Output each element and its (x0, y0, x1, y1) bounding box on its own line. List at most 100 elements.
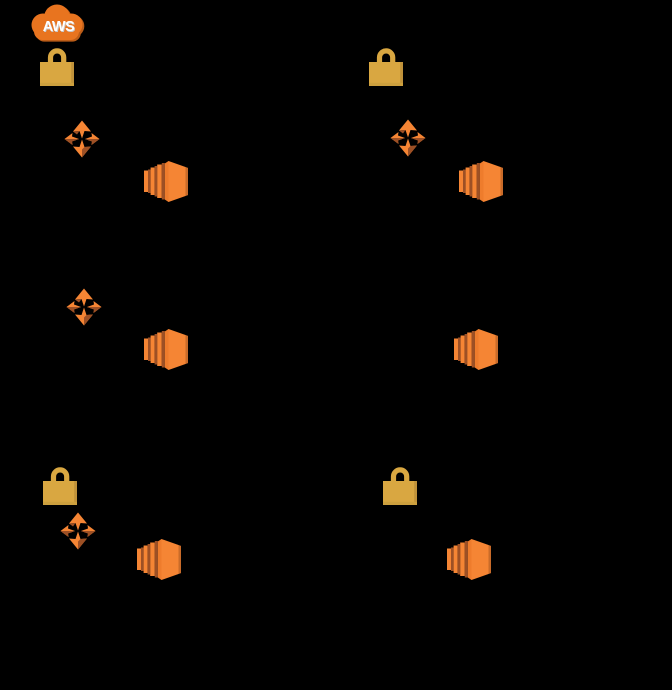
ec2-slab-2 (465, 167, 470, 195)
ec2-slab-gap-3 (471, 331, 475, 368)
ec2-right-edge (495, 335, 498, 364)
ec2-slab-3 (460, 542, 465, 576)
router-arrow-down (69, 531, 87, 550)
ec2-left-face (474, 329, 479, 370)
router-arrow-up (399, 119, 417, 138)
ec2-right-edge (500, 167, 503, 196)
ec2-icon-top-right (459, 161, 503, 202)
ec2-front-face (478, 329, 496, 370)
ec2-slab-1 (454, 338, 458, 360)
lock-shackle (50, 467, 70, 483)
router-arrow-up-shade (75, 299, 82, 303)
router-arrow-up (69, 512, 87, 531)
ec2-right-edge (488, 545, 491, 574)
ec2-slab-1 (447, 548, 451, 570)
ec2-slab-gap-3 (476, 163, 480, 200)
router-arrow-left-shade (64, 139, 79, 145)
lock-body-edge (400, 62, 403, 86)
router-arrow-down (75, 307, 93, 326)
lock-shackle (390, 467, 410, 483)
lock-body (383, 481, 417, 505)
lock-body (369, 62, 403, 86)
ec2-slab-3 (157, 164, 162, 198)
ec2-front-face (168, 329, 186, 370)
ec2-slab-gap-3 (161, 163, 165, 200)
ec2-slab-gap-2 (457, 544, 461, 575)
lock-body (43, 481, 77, 505)
ec2-slab-gap-3 (161, 331, 165, 368)
ec2-slab-3 (157, 332, 162, 366)
ec2-icon-bottom-left (137, 539, 181, 580)
ec2-slab-2 (150, 335, 155, 363)
ec2-right-edge (185, 167, 188, 196)
lock-icon-bottom-right (383, 467, 417, 505)
router-arrow-up-shade (69, 523, 76, 527)
ec2-slab-2 (460, 335, 465, 363)
router-arrow-down (399, 138, 417, 157)
ec2-slab-gap-1 (148, 169, 151, 193)
ec2-slab-gap-2 (464, 334, 468, 365)
lock-body-bottom (369, 82, 403, 86)
router-arrow-up (75, 288, 93, 307)
aws-logo-text-shadow: AWS (44, 20, 76, 36)
ec2-slab-gap-1 (463, 169, 466, 193)
ec2-icon-middle-right (454, 329, 498, 370)
ec2-slab-2 (150, 167, 155, 195)
router-arrow-down-shade (408, 145, 417, 157)
ec2-slab-1 (144, 338, 148, 360)
ec2-slab-gap-3 (154, 541, 158, 578)
router-arrow-right-shade (411, 138, 426, 144)
lock-icon-bottom-left (43, 467, 77, 505)
ec2-slab-gap-2 (154, 334, 158, 365)
lock-icon-top-right (369, 48, 403, 86)
router-arrow-down-shade (78, 538, 87, 550)
ec2-slab-2 (453, 545, 458, 573)
ec2-right-edge (178, 545, 181, 574)
ec2-slab-gap-1 (148, 337, 151, 361)
lock-body-edge (414, 481, 417, 505)
ec2-front-face (471, 539, 489, 580)
router-icon-bottom-left (60, 512, 96, 550)
lock-icon-top-left (40, 48, 74, 86)
router-arrow-left-shade (390, 138, 405, 144)
ec2-left-face (479, 161, 484, 202)
aws-cloud-icon: AWS AWS (29, 4, 86, 43)
router-arrow-right-shade (87, 307, 102, 313)
ec2-slab-1 (137, 548, 141, 570)
router-icon-top-right (390, 119, 426, 157)
ec2-left-face (164, 161, 169, 202)
lock-body-bottom (43, 501, 77, 505)
ec2-slab-3 (150, 542, 155, 576)
lock-body-edge (71, 62, 74, 86)
ec2-slab-1 (459, 170, 463, 192)
router-arrow-right-shade (81, 531, 96, 537)
router-arrow-up-shade (399, 130, 406, 134)
lock-body-bottom (383, 501, 417, 505)
ec2-slab-3 (472, 164, 477, 198)
ec2-slab-1 (144, 170, 148, 192)
lock-shackle (47, 48, 67, 64)
router-arrow-down (73, 139, 91, 158)
ec2-slab-gap-3 (464, 541, 468, 578)
ec2-icon-middle-left (144, 329, 188, 370)
router-arrow-left-shade (66, 307, 81, 313)
router-icon-middle-left (66, 288, 102, 326)
ec2-left-face (164, 329, 169, 370)
ec2-slab-3 (467, 332, 472, 366)
ec2-left-face (157, 539, 162, 580)
ec2-front-face (161, 539, 179, 580)
ec2-slab-gap-1 (451, 547, 454, 571)
router-arrow-down-shade (84, 314, 93, 326)
lock-shackle (376, 48, 396, 64)
ec2-slab-gap-1 (458, 337, 461, 361)
lock-body (40, 62, 74, 86)
ec2-slab-gap-2 (469, 166, 473, 197)
ec2-slab-gap-2 (154, 166, 158, 197)
ec2-front-face (483, 161, 501, 202)
ec2-right-edge (185, 335, 188, 364)
ec2-front-face (168, 161, 186, 202)
router-arrow-right-shade (85, 139, 100, 145)
ec2-icon-bottom-right (447, 539, 491, 580)
lock-body-edge (74, 481, 77, 505)
